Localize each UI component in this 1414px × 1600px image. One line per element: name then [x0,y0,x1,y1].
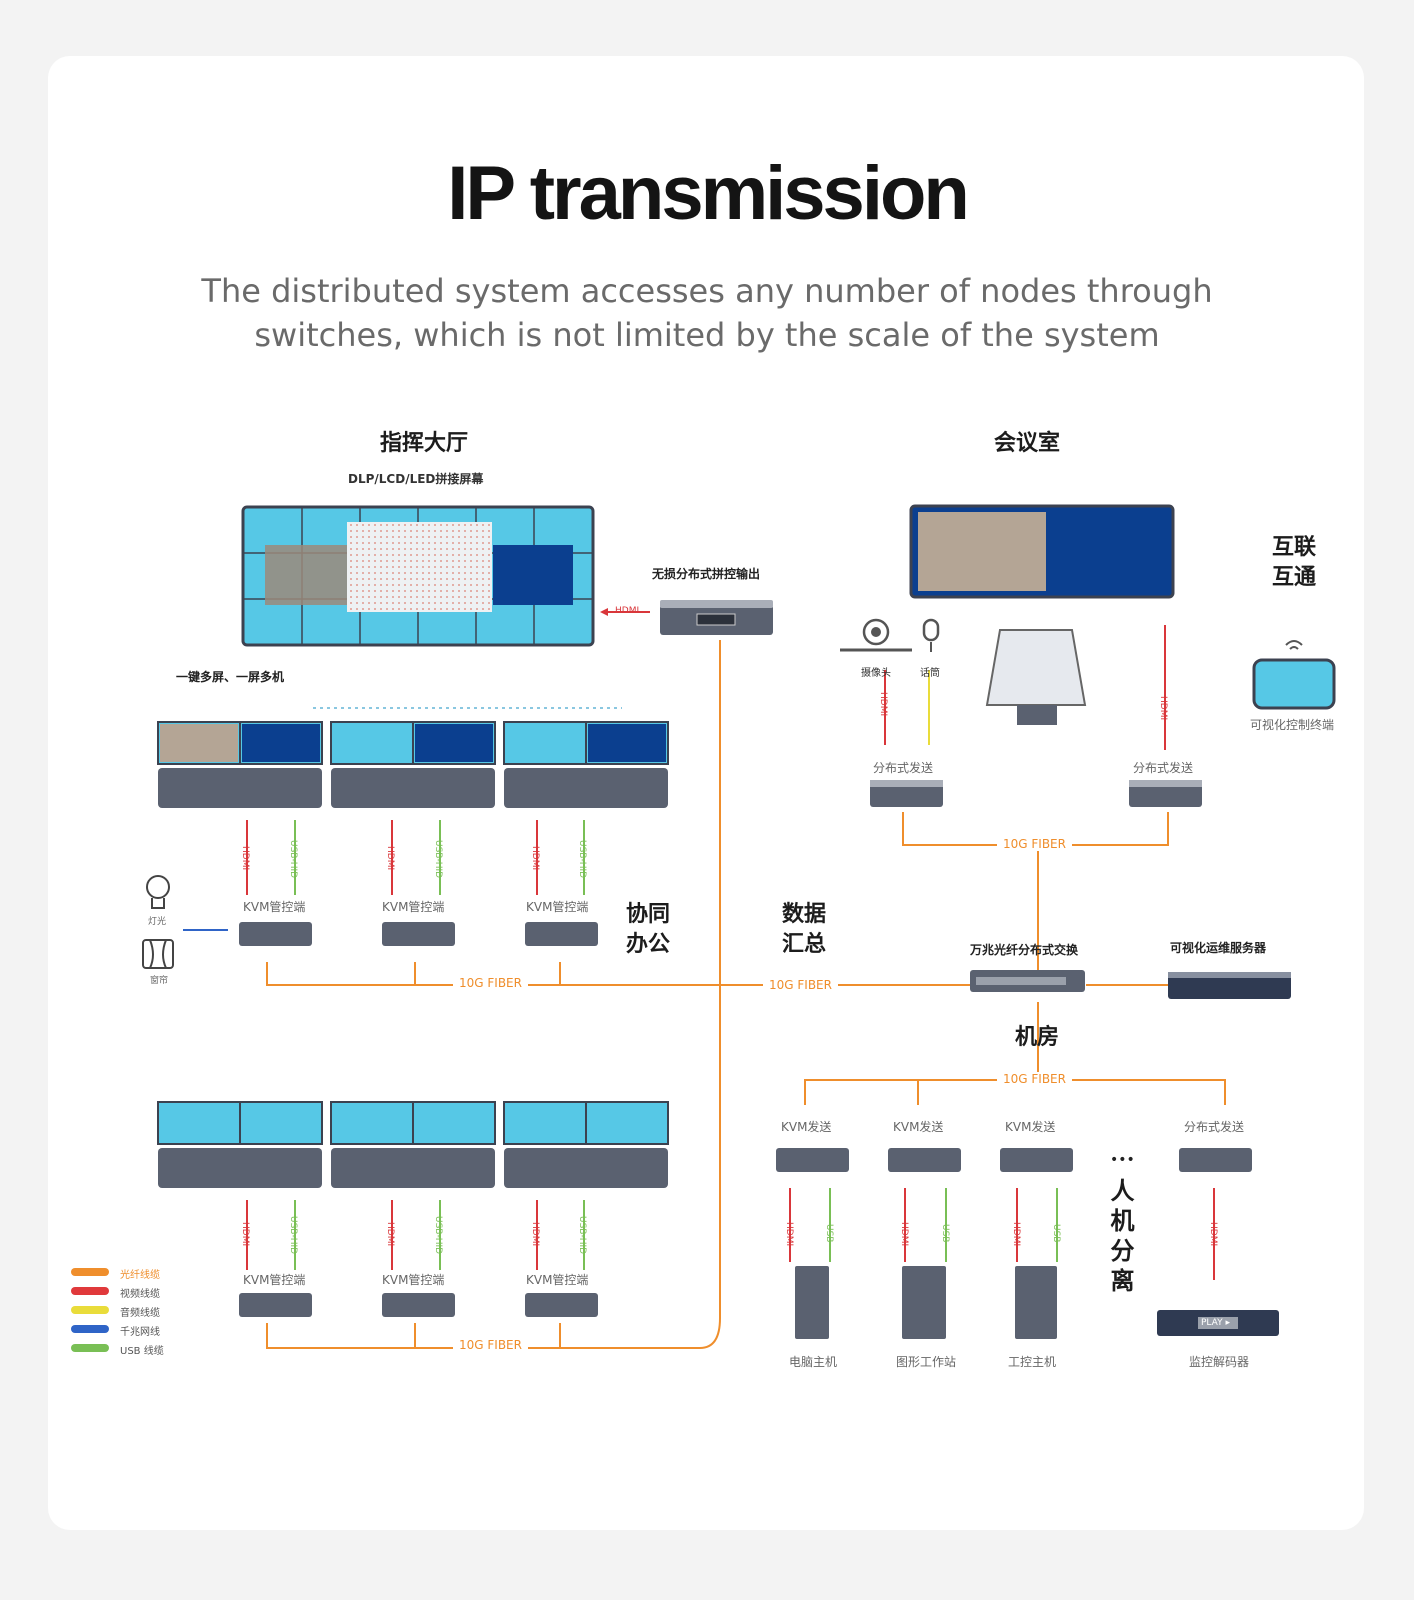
dist-send-label-2: 分布式发送 [1133,761,1194,775]
fiber-label-summary: 10G FIBER [763,978,838,992]
usb-hid-v-3: USB-HID [577,840,587,879]
usb-hid-v-6: USB-HID [577,1216,587,1255]
switch-label: 万兆光纤分布式交换 [970,943,1079,957]
hdmi-v-meeting: HDMI [1158,696,1168,721]
lossless-output-label: 无损分布式拼控输出 [652,567,761,581]
graphics-ws-label: 图形工作站 [896,1355,957,1369]
visual-terminal-label: 可视化控制终端 [1250,718,1335,732]
fiber-switch [970,970,1085,992]
usb-v-ipc: USB [1051,1224,1061,1243]
conference-speaker [985,629,1087,725]
ops-server-label: 可视化运维服务器 [1170,941,1267,955]
kvm-send-label-1: KVM发送 [781,1120,832,1134]
fiber-label-machine-room: 10G FIBER [997,1072,1072,1086]
kvm-send-label-2: KVM发送 [893,1120,944,1134]
curtain-label: 窗帘 [150,976,169,986]
dist-send-label-1: 分布式发送 [873,761,934,775]
video-wall [241,505,595,647]
kvm-control-boxes [239,922,598,1317]
usb-hid-v-4: USB-HID [288,1216,298,1255]
meeting-sender-2 [1129,780,1202,807]
lossless-output-device [660,600,773,635]
fiber-label-cooperative: 10G FIBER [453,976,528,990]
hdmi-v-1: HDMI [240,846,250,871]
camera-label: 摄像头 [861,668,891,679]
hdmi-lines [246,820,1215,1280]
tower-pcs [795,1266,1057,1339]
hdmi-v-camera: HDMI [878,692,888,717]
usb-v-ws: USB [940,1224,950,1243]
hdmi-v-decoder: HDMI [1208,1222,1218,1247]
hdmi-v-6: HDMI [530,1222,540,1247]
monitor-decoder-label: 监控解码器 [1189,1355,1250,1369]
fiber-cooperative-row [266,962,1050,986]
industrial-pc-label: 工控主机 [1008,1355,1057,1369]
fiber-label-meeting: 10G FIBER [997,837,1072,851]
meeting-sender-1 [870,780,943,807]
fiber-bottom-row [414,1323,561,1348]
subtitle-line-1: The distributed system accesses any numb… [201,272,1213,310]
kvm-ctrl-label-2: KVM管控端 [382,900,445,914]
subtitle-line-2: switches, which is not limited by the sc… [254,316,1160,354]
camera-icon [840,618,912,652]
monitor-decoder-device [1157,1310,1279,1336]
light-icon [146,875,170,909]
kvm-ctrl-label-4: KVM管控端 [243,1273,306,1287]
legend-usb: USB 线缆 [120,1346,164,1357]
mic-icon [922,618,940,652]
one-key-label: 一键多屏、一屏多机 [176,670,285,684]
play-label: PLAY ▸ [1201,1318,1230,1328]
video-wall-label: DLP/LCD/LED拼接屏幕 [348,472,484,486]
pc-host-label: 电脑主机 [789,1355,838,1369]
usb-hid-v-2: USB-HID [433,840,443,879]
meeting-display [909,504,1175,599]
section-cooperative: 协同 办公 [626,902,671,957]
hdmi-v-ws: HDMI [899,1222,909,1247]
usb-hid-v-1: USB-HID [288,840,298,879]
section-meeting-room: 会议室 [994,431,1061,456]
section-interconnect: 互联 互通 [1272,535,1317,590]
light-label: 灯光 [148,917,167,927]
workstations-bottom [157,1101,669,1188]
hdmi-v-ipc: HDMI [1011,1222,1021,1247]
hdmi-label-wall: HDMI [615,606,640,616]
usb-v-pc: USB [824,1224,834,1243]
section-separation: 人机分离 [1106,1178,1134,1298]
legend-fiber: 光纤线缆 [120,1270,160,1281]
mic-label: 话筒 [920,668,940,679]
section-command-hall: 指挥大厅 [380,431,469,456]
hdmi-v-3: HDMI [530,846,540,871]
legend-network: 千兆网线 [120,1327,160,1338]
curtain-icon [142,939,174,969]
visual-terminal [1252,640,1336,710]
page-title: IP transmission [447,151,970,236]
dots: ••• [1110,1152,1135,1168]
kvm-ctrl-label-5: KVM管控端 [382,1273,445,1287]
dist-send-label-3: 分布式发送 [1184,1120,1245,1134]
hdmi-v-5: HDMI [385,1222,395,1247]
fiber-label-bottom: 10G FIBER [453,1338,528,1352]
section-data-summary: 数据 汇总 [782,902,827,957]
fiber-main-vertical [266,640,721,1349]
legend-audio: 音频线缆 [120,1308,160,1319]
section-machine-room: 机房 [1015,1025,1060,1050]
legend-video: 视频线缆 [120,1289,160,1300]
workstations-top [157,721,669,808]
legend-swatches [71,1268,109,1352]
usb-lines [294,820,1058,1270]
kvm-ctrl-label-1: KVM管控端 [243,900,306,914]
hdmi-v-pc: HDMI [784,1222,794,1247]
kvm-ctrl-label-3: KVM管控端 [526,900,589,914]
ops-server [1168,972,1291,999]
kvm-senders [776,1148,1252,1172]
usb-hid-v-5: USB-HID [433,1216,443,1255]
fiber-machine-room [804,1002,1226,1105]
kvm-send-label-3: KVM发送 [1005,1120,1056,1134]
kvm-ctrl-label-6: KVM管控端 [526,1273,589,1287]
hdmi-v-2: HDMI [385,846,395,871]
hdmi-v-4: HDMI [240,1222,250,1247]
